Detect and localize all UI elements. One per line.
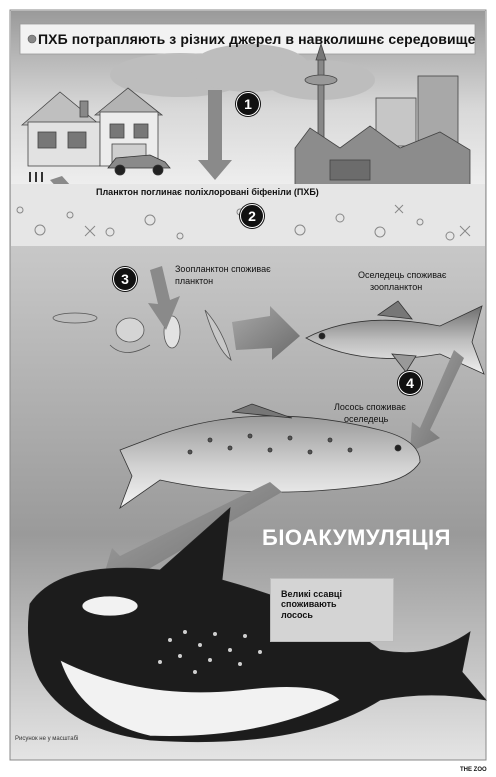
page-title: ПХБ потрапляють з різних джерел в навкол…	[38, 31, 475, 47]
scale-footnote: Рисунок не у масштабі	[15, 736, 78, 742]
step-2-badge: 2	[240, 204, 264, 228]
step-3-badge: 3	[113, 267, 137, 291]
herring-caption-line2: зоопланктон	[370, 282, 422, 292]
mammals-caption: Великі ссавці споживають лосось	[281, 589, 342, 620]
mammals-box: Великі ссавці споживають лосось	[270, 578, 394, 642]
mammals-caption-line3: лосось	[281, 610, 342, 620]
salmon-caption-line1: Лосось споживає	[334, 402, 406, 412]
plankton-caption: Планктон поглинає поліхлоровані біфеніли…	[96, 187, 319, 197]
step-4-badge: 4	[398, 371, 422, 395]
zooplankton-caption-line2: планктон	[175, 276, 213, 286]
bioaccumulation-heading: БІОАКУМУЛЯЦІЯ	[262, 525, 451, 551]
mammals-caption-line2: споживають	[281, 599, 342, 609]
herring-caption-line1: Оселедець споживає	[358, 270, 446, 280]
credit-text: THE ZOO	[460, 767, 487, 773]
salmon-caption-line2: оселедець	[344, 414, 388, 424]
zooplankton-caption-line1: Зоопланктон споживає	[175, 264, 271, 274]
step-1-badge: 1	[236, 92, 260, 116]
title-bullet	[28, 35, 36, 43]
mammals-caption-line1: Великі ссавці	[281, 589, 342, 599]
